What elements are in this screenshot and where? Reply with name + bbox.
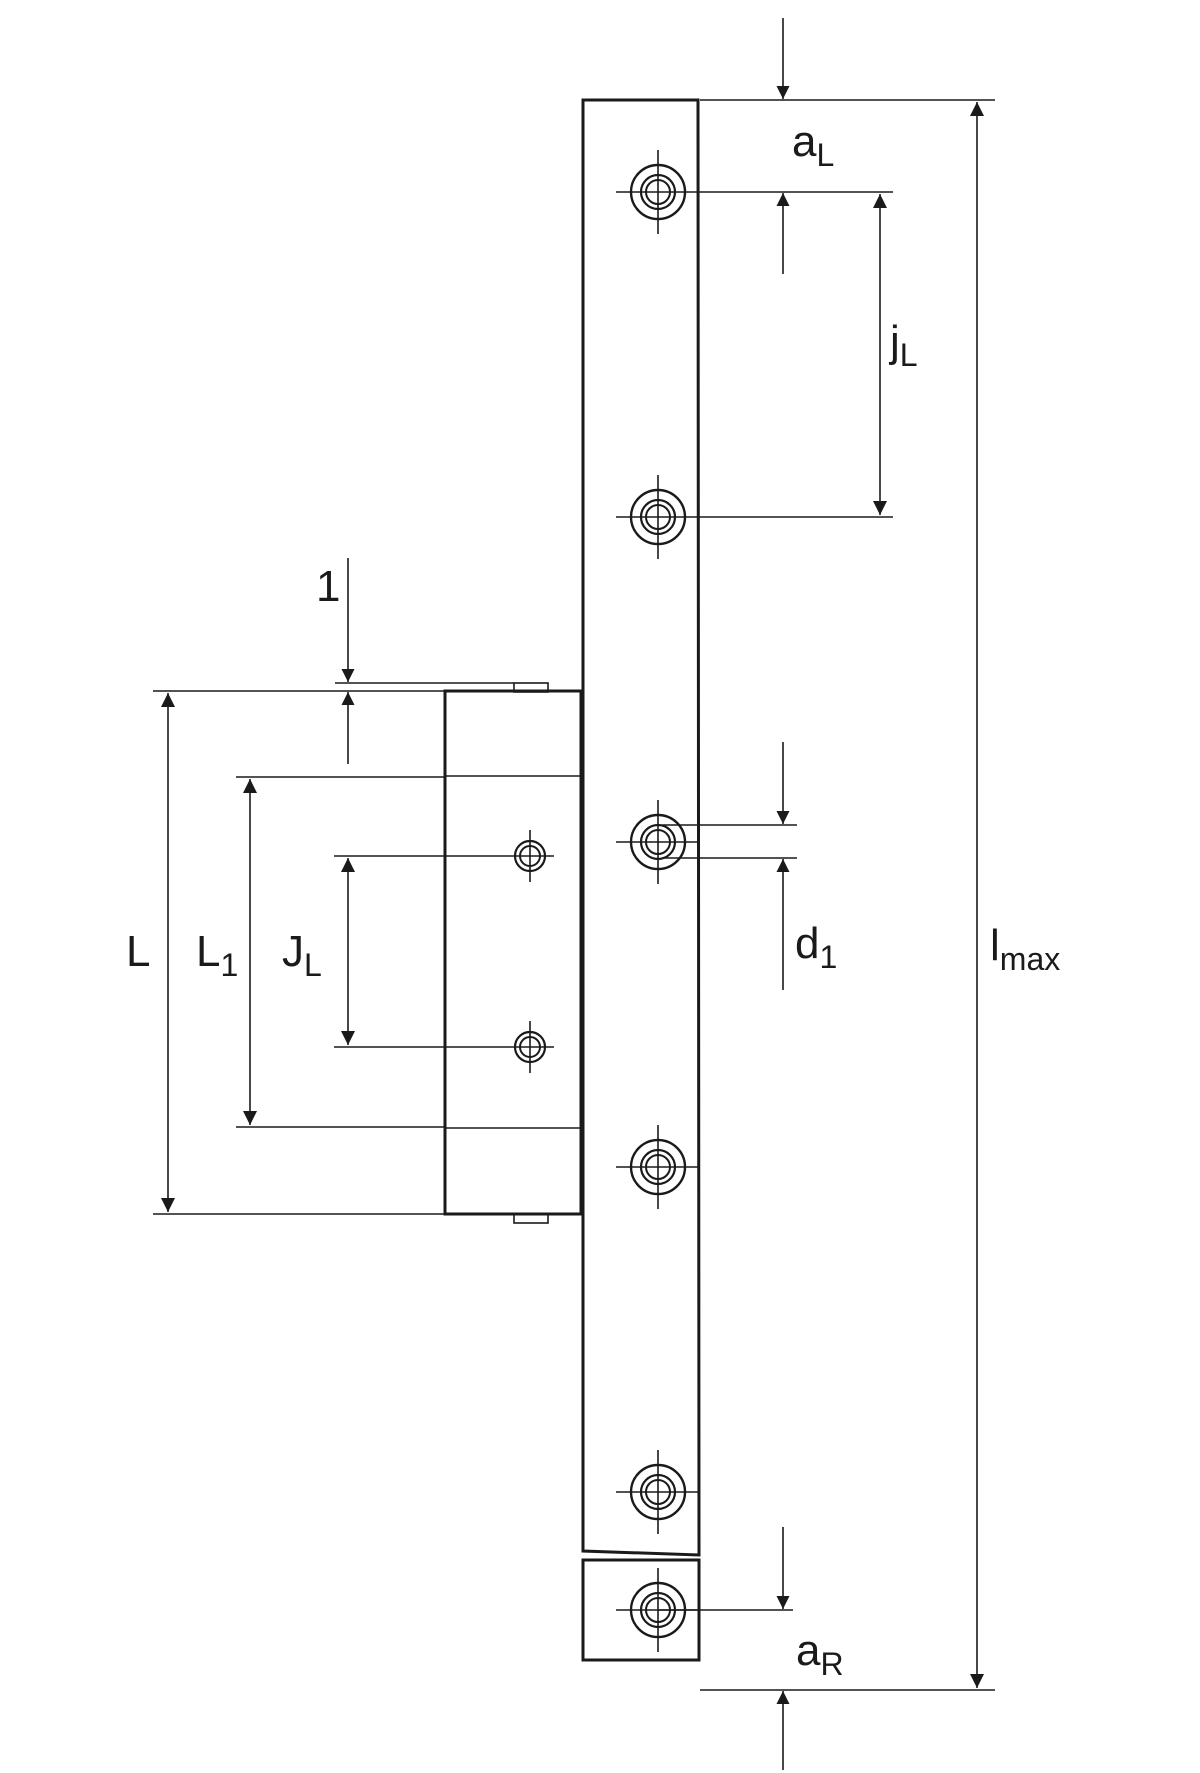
guide-rail [581, 98, 701, 1662]
rail-hole [616, 150, 700, 234]
label-JL: JL [282, 927, 322, 983]
label-L: L [126, 927, 150, 976]
carriage-hole [506, 1021, 554, 1073]
carriage-hole [506, 830, 554, 882]
label-aR: aR [796, 1626, 844, 1682]
rail-hole [616, 1125, 700, 1209]
rail-hole [616, 475, 700, 559]
label-seal-1: 1 [316, 562, 340, 611]
rail-hole [616, 800, 700, 884]
label-L1: L1 [196, 927, 238, 983]
bottom-seal-lip [513, 1213, 549, 1224]
rail-hole [616, 1450, 700, 1534]
carriage-block [443, 682, 583, 1224]
top-seal-lip [513, 682, 549, 693]
label-aL: aL [792, 117, 834, 173]
label-lmax: lmax [990, 921, 1060, 977]
label-jL: jL [888, 317, 918, 373]
extension-lines [153, 99, 995, 1691]
label-d1: d1 [795, 919, 837, 975]
